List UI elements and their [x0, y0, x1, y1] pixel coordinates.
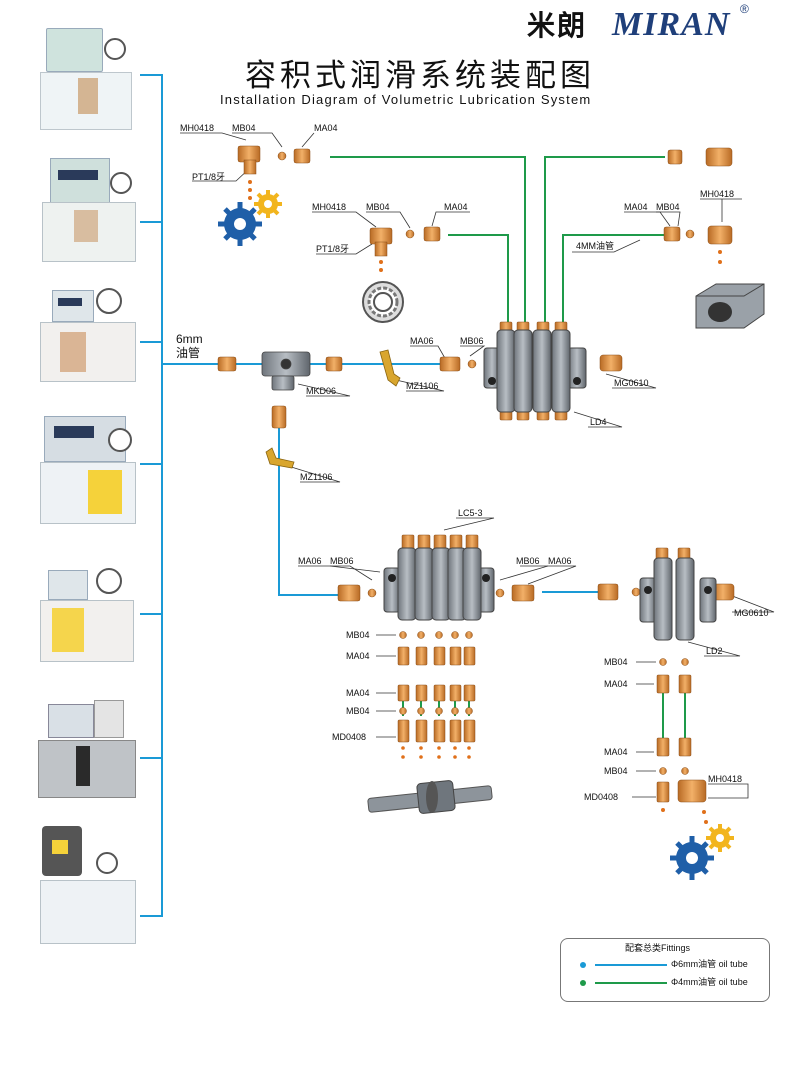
label-mh0418: MH0418 — [312, 202, 347, 212]
pump-unit-1 — [38, 28, 138, 130]
brass-fittings — [217, 145, 735, 602]
label-ma06: MA06 — [298, 556, 322, 566]
label-tube-4mm: 4MM油管 — [576, 241, 614, 251]
mz1106-clamps — [265, 349, 401, 469]
legend-swatches — [580, 962, 667, 986]
label-mb04: MB04 — [604, 657, 628, 667]
pump-unit-5 — [38, 568, 138, 664]
label-ma04: MA04 — [314, 123, 338, 133]
lc5-output-fittings — [397, 631, 707, 803]
legend-title: 配套总类Fittings — [625, 943, 691, 953]
label-mz1106: MZ1106 — [300, 472, 333, 482]
label-mb04: MB04 — [346, 706, 370, 716]
label-mb04: MB04 — [604, 766, 628, 776]
label-pt18: PT1/8牙 — [192, 172, 226, 182]
label-mz1106: MZ1106 — [406, 381, 439, 391]
label-pt18: PT1/8牙 — [316, 244, 350, 254]
linear-bearing-icon — [695, 283, 765, 329]
label-mkd06: MKD06 — [306, 386, 337, 396]
pump-unit-3 — [38, 288, 138, 383]
label-mg0610: MG0610 — [734, 608, 769, 618]
ball-screw-icon — [367, 780, 493, 814]
legend-item-6mm: Φ6mm油管 oil tube — [671, 959, 748, 969]
label-mg0610: MG0610 — [614, 378, 649, 388]
brand-logo: MIRAN — [612, 6, 731, 43]
label-mh0418: MH0418 — [708, 774, 743, 784]
label-ma04: MA04 — [604, 679, 628, 689]
mkd06-tee — [261, 351, 311, 391]
label-mb04: MB04 — [232, 123, 256, 133]
gear-icon — [670, 824, 734, 880]
label-ma06: MA06 — [410, 336, 434, 346]
label-mb06: MB06 — [330, 556, 354, 566]
registered-mark: ® — [740, 2, 749, 16]
label-md0408: MD0408 — [332, 732, 367, 742]
legend: 配套总类Fittings Φ6mm油管 oil tube Φ4mm油管 oil … — [560, 938, 770, 1002]
label-mb06: MB06 — [516, 556, 540, 566]
brand-chinese: 米朗 — [527, 9, 588, 42]
label-mb04: MB04 — [656, 202, 680, 212]
ld2-distributor — [639, 557, 717, 641]
diagram-title: 容积式润滑系统装配图 — [245, 58, 595, 94]
label-tube-6mm-cn: 油管 — [176, 346, 201, 360]
bearing-icon — [362, 281, 404, 323]
legend-item-4mm: Φ4mm油管 oil tube — [671, 977, 748, 987]
label-mb06: MB06 — [460, 336, 484, 346]
pump-unit-7 — [38, 826, 138, 944]
diagram-subtitle: Installation Diagram of Volumetric Lubri… — [220, 92, 592, 107]
label-ma04: MA04 — [624, 202, 648, 212]
label-mb04: MB04 — [346, 630, 370, 640]
label-tube-6mm: 6mm — [176, 332, 203, 346]
label-mb04: MB04 — [366, 202, 390, 212]
label-mh0418: MH0418 — [700, 189, 735, 199]
label-ma04: MA04 — [346, 651, 370, 661]
label-ma04: MA04 — [444, 202, 468, 212]
tube-4mm-lines — [330, 156, 686, 738]
oil-drops — [248, 180, 722, 824]
leader-lines — [180, 132, 775, 799]
ld4-distributor — [483, 329, 587, 413]
label-ma04: MA04 — [604, 747, 628, 757]
pump-unit-6 — [38, 700, 138, 798]
label-ma06: MA06 — [548, 556, 572, 566]
label-mh0418: MH0418 — [180, 123, 215, 133]
pump-unit-2 — [38, 158, 138, 262]
label-md0408: MD0408 — [584, 792, 619, 802]
label-ma04: MA04 — [346, 688, 370, 698]
tube-6mm-lines — [140, 74, 598, 917]
pump-unit-4 — [38, 414, 138, 526]
label-ld4: LD4 — [590, 417, 607, 427]
gear-icon — [218, 190, 282, 246]
label-ld2: LD2 — [706, 646, 723, 656]
label-lc5-3: LC5-3 — [458, 508, 483, 518]
lc5-distributor — [383, 547, 495, 621]
